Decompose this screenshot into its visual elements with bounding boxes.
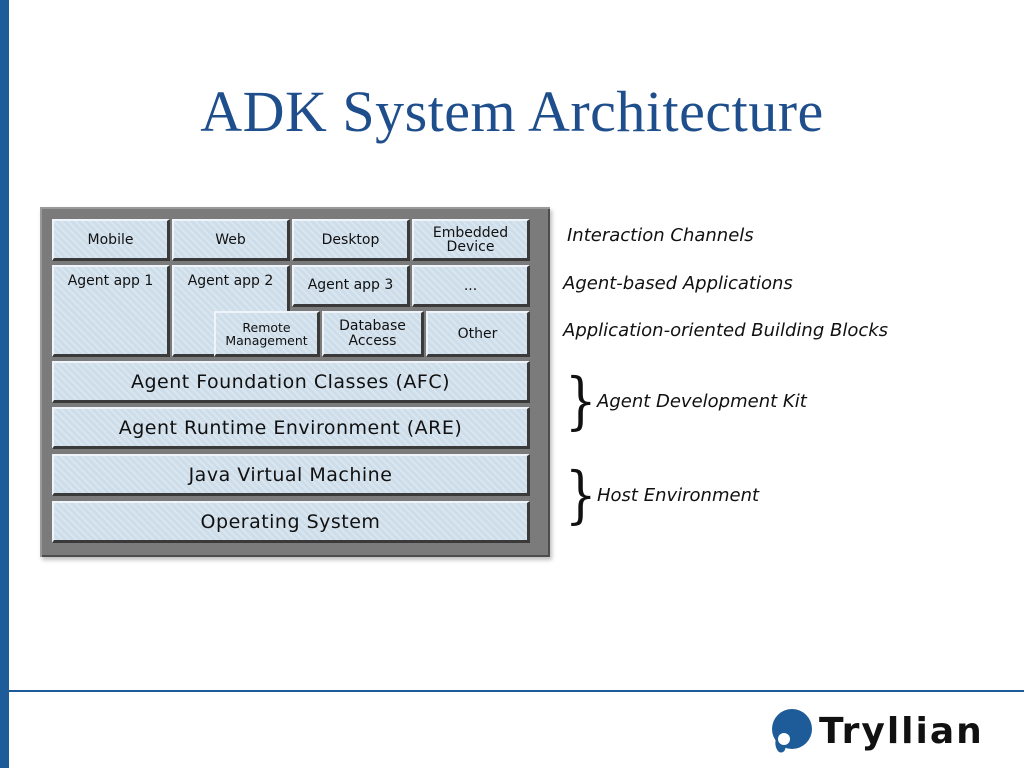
label-agent-development-kit: Agent Development Kit bbox=[597, 391, 807, 412]
block-database-access: Database Access bbox=[322, 311, 424, 357]
architecture-diagram: Mobile Web Desktop Embedded Device Agent… bbox=[40, 207, 550, 557]
layer-are: Agent Runtime Environment (ARE) bbox=[52, 407, 530, 449]
block-embedded-device: Embedded Device bbox=[412, 219, 530, 261]
block-agent-app-3: Agent app 3 bbox=[292, 265, 410, 307]
label-host-environment: Host Environment bbox=[597, 485, 760, 506]
block-more-apps: ... bbox=[412, 265, 530, 307]
label-building-blocks: Application-oriented Building Blocks bbox=[563, 320, 889, 341]
layer-afc: Agent Foundation Classes (AFC) bbox=[52, 361, 530, 403]
block-web: Web bbox=[172, 219, 290, 261]
layer-jvm: Java Virtual Machine bbox=[52, 454, 530, 496]
block-remote-management: Remote Management bbox=[214, 311, 320, 357]
label-agent-based-applications: Agent-based Applications bbox=[563, 273, 793, 294]
brace-adk: } bbox=[564, 364, 597, 437]
block-desktop: Desktop bbox=[292, 219, 410, 261]
footer-divider bbox=[9, 690, 1024, 692]
block-agent-app-1: Agent app 1 bbox=[52, 265, 170, 357]
layer-os: Operating System bbox=[52, 501, 530, 543]
brace-host: } bbox=[564, 458, 597, 531]
tryllian-logo-icon bbox=[772, 709, 812, 753]
logo-text: Tryllian bbox=[819, 710, 984, 752]
tryllian-logo: Tryllian bbox=[765, 706, 984, 756]
left-accent-bar bbox=[0, 0, 9, 768]
label-interaction-channels: Interaction Channels bbox=[567, 225, 754, 246]
block-mobile: Mobile bbox=[52, 219, 170, 261]
block-other: Other bbox=[426, 311, 530, 357]
page-title: ADK System Architecture bbox=[200, 79, 824, 144]
